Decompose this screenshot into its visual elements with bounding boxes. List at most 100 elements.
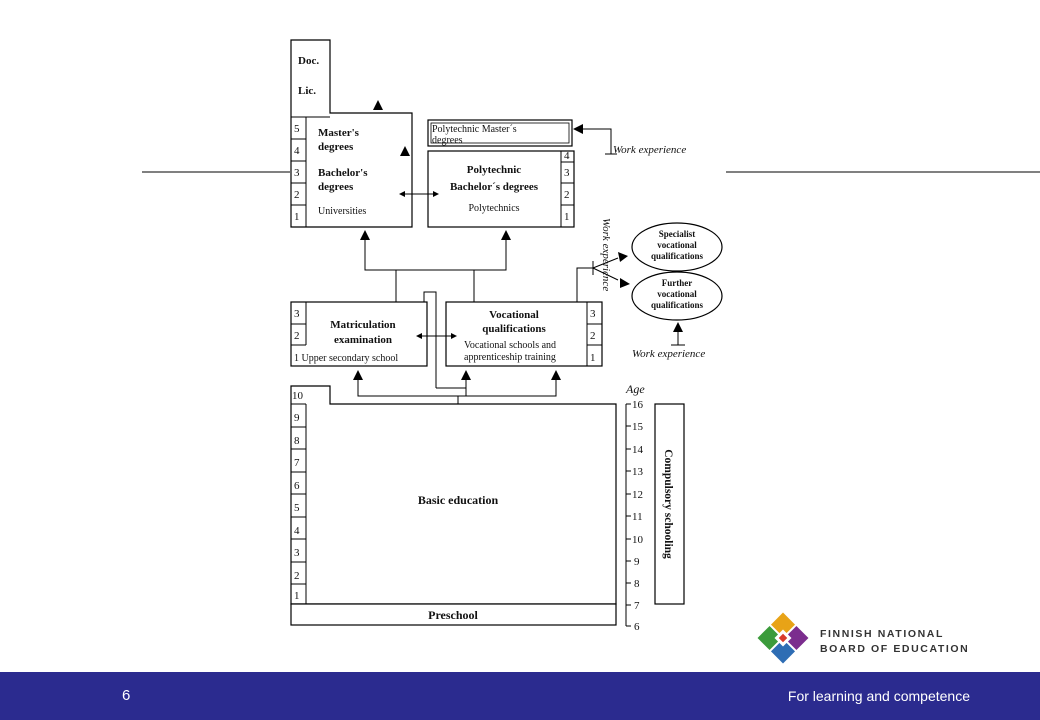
grade-number: 5 [294,502,300,514]
compulsory-schooling-label: Compulsory schooling [662,449,674,559]
arrow-left-icon [573,124,583,134]
poly-bachelor-label-2: Bachelor´s degrees [450,181,539,193]
uni-year: 1 [294,211,300,223]
grade-numbers: 10 9 8 7 6 5 4 3 2 1 [292,390,304,602]
age-label: Age [625,382,645,396]
grade-number: 8 [294,435,300,447]
preschool-block [290,603,617,626]
logo-text-line-2: BOARD OF EDUCATION [820,643,970,655]
poly-year: 3 [564,167,570,179]
doc-label: Doc. [298,55,319,67]
age-number: 10 [632,534,644,546]
poly-year: 1 [564,211,570,223]
age-number: 14 [632,444,644,456]
age-number: 16 [632,399,644,411]
university-year-numbers: 5 4 3 2 1 [294,123,300,223]
poly-master-block [427,119,573,147]
age-ticks [626,403,631,627]
poly-year: 4 [564,150,570,162]
age-number: 6 [634,621,640,633]
uni-year: 3 [294,167,300,179]
specialist-label-3: qualifications [651,251,704,261]
arrow-up-icon [673,322,683,332]
poly-bachelor-label: Polytechnic [467,164,521,176]
work-experience-label-3: Work experience [632,348,705,360]
voc-year: 3 [590,308,596,320]
poly-master-label-2: degrees [432,135,463,146]
diagram-canvas: Doc. Lic. 5 4 3 2 1 Master's degrees Bac… [142,39,1040,633]
uni-year: 5 [294,123,300,135]
poly-bachelor-block [427,150,575,228]
grade-number: 7 [294,457,300,469]
arrow-up-icon [360,230,370,240]
vocational-schools-label: Vocational schools and [464,340,556,351]
university-block [290,39,413,228]
grade-number: 9 [294,412,300,424]
preschool-label: Preschool [428,608,478,622]
grade-dividers [291,403,306,585]
poly-year-numbers: 4 3 2 1 [564,150,570,223]
uni-year: 2 [294,189,300,201]
page-number: 6 [122,687,131,704]
age-number: 13 [632,466,644,478]
matriculation-block [290,301,428,367]
vocational-block [445,301,603,367]
grade-number: 3 [294,547,300,559]
bachelors-label: Bachelor's [318,167,368,179]
grade-number: 6 [294,480,300,492]
masters-label: Master's [318,127,360,139]
poly-master-label: Polytechnic Master´s [432,124,517,135]
vocational-label-2: qualifications [482,323,546,335]
arrow-up-icon [461,370,471,380]
fnbe-logo: FINNISH NATIONAL BOARD OF EDUCATION [752,608,1012,668]
arrow-up-icon [400,146,410,156]
lic-label: Lic. [298,85,316,97]
arrow-up-icon [353,370,363,380]
arrow-up-icon [551,370,561,380]
arrow-up-icon [501,230,511,240]
work-experience-vertical-label: Work experience [600,218,612,291]
upper-year: 2 [294,330,300,342]
further-label: Further [662,278,693,288]
matriculation-label: Matriculation [330,319,395,331]
specialist-ellipse [631,222,723,272]
grade-number: 2 [294,570,300,582]
age-number: 15 [632,421,644,433]
universities-label: Universities [318,206,366,217]
arrow-up-icon [373,100,383,110]
compulsory-schooling-box [654,403,685,605]
grade-number: 1 [294,590,300,602]
further-ellipse [631,271,723,321]
voc-year: 2 [590,330,596,342]
voc-year: 1 [590,352,596,364]
grade-number: 4 [294,525,300,537]
vocational-label: Vocational [489,309,539,321]
bachelors-label-2: degrees [318,181,354,193]
footer-tagline: For learning and competence [787,688,970,704]
basic-education-label: Basic education [418,493,499,507]
work-experience-label: Work experience [613,144,686,156]
grade-number: 10 [292,390,304,402]
footer-bar: 6 For learning and competence [0,672,1040,720]
arrow-right-icon [618,252,628,262]
age-number: 11 [632,511,643,523]
age-number: 8 [634,578,640,590]
age-number: 12 [632,489,643,501]
poly-year: 2 [564,189,570,201]
upper-secondary-label: 1 Upper secondary school [294,353,398,364]
polytechnics-label: Polytechnics [468,203,519,214]
age-number: 9 [634,556,640,568]
uni-year: 4 [294,145,300,157]
apprenticeship-label: apprenticeship training [464,352,556,363]
specialist-label-2: vocational [657,240,697,250]
age-number: 7 [634,600,640,612]
matriculation-label-2: examination [334,334,392,346]
masters-label-2: degrees [318,141,354,153]
arrow-right-icon [620,278,630,288]
fnbe-logo-mark-icon [757,612,809,664]
further-label-3: qualifications [651,300,704,310]
upper-year: 3 [294,308,300,320]
logo-text-line-1: FINNISH NATIONAL [820,628,944,640]
further-label-2: vocational [657,289,697,299]
